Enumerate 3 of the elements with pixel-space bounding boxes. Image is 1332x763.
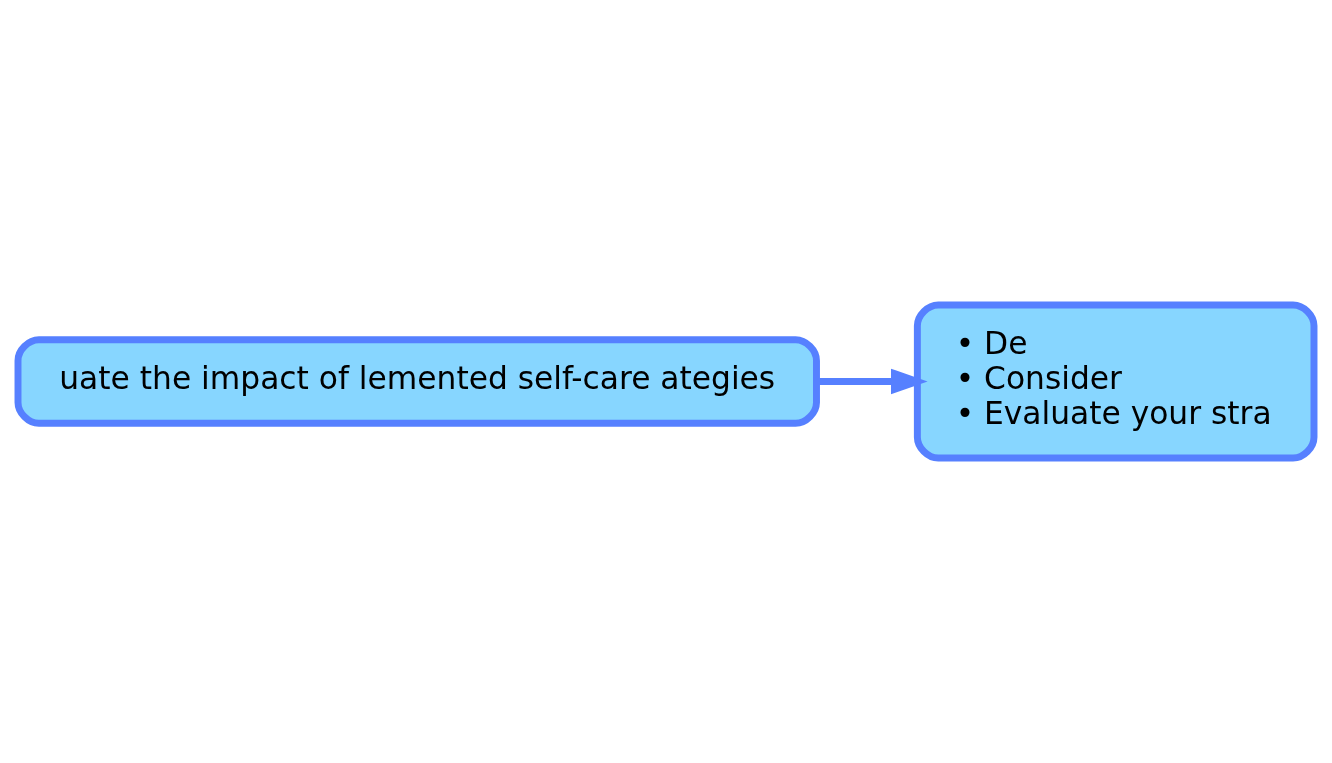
node-box: • De • Consider • Evaluate your stra <box>913 301 1318 462</box>
arrow <box>816 368 928 395</box>
node-box: uate the impact of lemented self-care ategies <box>14 336 820 427</box>
